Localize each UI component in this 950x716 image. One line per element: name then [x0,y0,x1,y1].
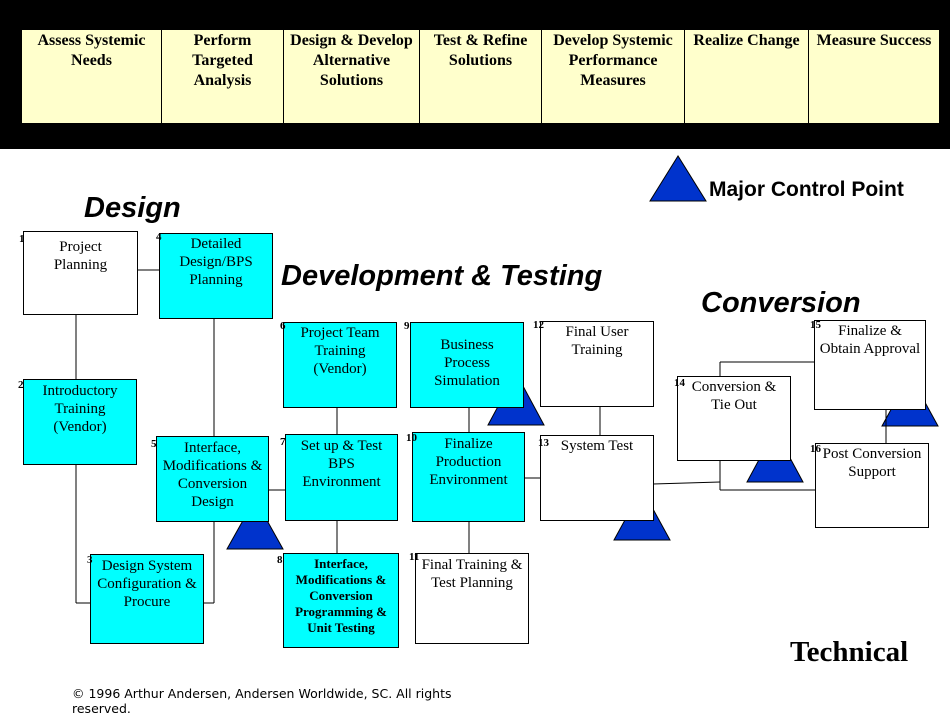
step-setup-test-bps-environment: Set up & Test BPS Environment [285,434,398,521]
section-design: Design [84,192,181,224]
phase-assess-systemic-needs: Assess Systemic Needs [21,29,162,124]
phase-measure-success: Measure Success [808,29,940,124]
step-introductory-training: Introductory Training (Vendor) [23,379,137,465]
technical-label: Technical [790,636,909,668]
control-point-icon [226,497,284,550]
step-final-training-test-planning: Final Training & Test Planning [415,553,529,644]
step-number: 4 [156,231,162,243]
step-number: 1 [19,233,25,245]
legend-control-point-icon [649,155,707,202]
legend-label: Major Control Point [709,178,904,201]
step-post-conversion-support: Post Conversion Support [815,443,929,528]
phase-develop-performance-measures: Develop Systemic Performance Measures [541,29,685,124]
step-number: 6 [280,320,286,332]
step-interface-conversion-design: Interface, Modifications & Conversion De… [156,436,269,522]
copyright-notice: © 1996 Arthur Andersen, Andersen Worldwi… [72,686,452,716]
step-finalize-obtain-approval: Finalize & Obtain Approval [814,320,926,410]
step-number: 8 [277,554,283,566]
step-final-user-training: Final User Training [540,321,654,407]
step-number: 11 [409,551,420,563]
step-number: 10 [406,432,417,444]
section-conversion: Conversion [701,287,861,319]
phase-design-develop-solutions: Design & Develop Alternative Solutions [283,29,420,124]
step-finalize-production-environment: Finalize Production Environment [412,432,525,522]
step-system-test: System Test [540,435,654,521]
step-project-team-training: Project Team Training (Vendor) [283,322,397,408]
step-number: 3 [87,554,93,566]
step-interface-programming-unit-testing: Interface, Modifications & Conversion Pr… [283,553,399,648]
step-number: 2 [18,379,24,391]
section-development-testing: Development & Testing [281,260,603,292]
phase-realize-change: Realize Change [684,29,809,124]
step-number: 14 [674,377,685,389]
step-number: 13 [538,437,549,449]
step-project-planning: Project Planning [23,231,138,315]
step-number: 16 [810,443,821,455]
step-number: 15 [810,319,821,331]
step-number: 7 [280,436,286,448]
step-number: 12 [533,319,544,331]
step-number: 9 [404,320,410,332]
phase-perform-targeted-analysis: Perform Targeted Analysis [161,29,284,124]
step-conversion-tie-out: Conversion & Tie Out [677,376,791,461]
step-number: 5 [151,438,157,450]
step-design-system-configuration: Design System Configuration & Procure [90,554,204,644]
step-business-process-simulation: Business Process Simulation [410,322,524,408]
step-detailed-design-bps-planning: Detailed Design/BPS Planning [159,233,273,319]
